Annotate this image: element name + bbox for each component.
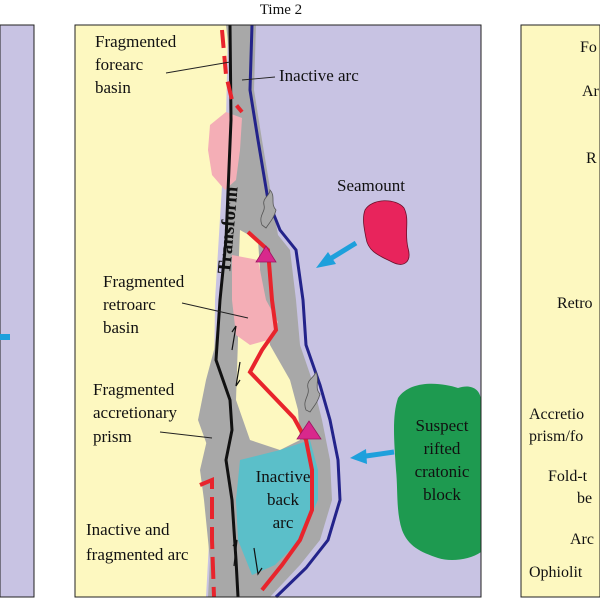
label-retroarc: Fragmented retroarc basin xyxy=(103,272,185,337)
blue-trench-line xyxy=(248,24,342,599)
right-item-1: Ar xyxy=(582,83,600,100)
volcano-squiggle-lower xyxy=(304,370,321,413)
svg-text:arc: arc xyxy=(273,513,294,532)
right-item-6: Fold-t xyxy=(548,468,588,485)
svg-text:back: back xyxy=(267,490,300,509)
dashed-fragmented-arc-line xyxy=(199,477,216,598)
dashed-forearc-line xyxy=(220,29,244,114)
right-item-8: Arc xyxy=(570,531,594,548)
right-item-0: Fo xyxy=(580,39,597,56)
label-suspect-block: Suspect rifted cratonic block xyxy=(415,416,470,504)
upper-pink-basin xyxy=(208,112,242,190)
svg-text:Suspect: Suspect xyxy=(416,416,469,435)
volcano-triangle-lower xyxy=(296,420,322,440)
left-panel xyxy=(0,24,35,598)
label-seamount: Seamount xyxy=(337,176,405,195)
label-forearc: Fragmented forearc basin xyxy=(95,32,177,97)
svg-text:cratonic: cratonic xyxy=(415,462,470,481)
svg-text:prism: prism xyxy=(93,427,132,446)
right-panel xyxy=(520,24,600,598)
retroarc-basin xyxy=(232,255,278,345)
right-item-7: be xyxy=(577,490,592,507)
shear-arrows-lower xyxy=(232,539,263,576)
svg-text:basin: basin xyxy=(103,318,139,337)
right-item-2: R xyxy=(586,150,597,167)
panel-title: Time 2 xyxy=(260,2,302,18)
svg-text:rifted: rifted xyxy=(424,439,461,458)
svg-text:forearc: forearc xyxy=(95,55,144,74)
svg-text:Inactive and: Inactive and xyxy=(86,520,170,539)
shear-arrows-upper xyxy=(231,325,241,387)
svg-text:Fragmented: Fragmented xyxy=(103,272,185,291)
center-panel xyxy=(74,24,482,599)
svg-text:Fragmented: Fragmented xyxy=(93,380,175,399)
right-panel-labels: Fo Ar R Retro Accretio prism/fo Fold-t b… xyxy=(529,39,600,581)
seamount xyxy=(363,200,410,265)
label-backarc: Inactive back arc xyxy=(256,467,311,532)
leader-lines xyxy=(159,61,276,439)
svg-text:Fragmented: Fragmented xyxy=(95,32,177,51)
right-item-9: Ophiolit xyxy=(529,564,583,581)
svg-text:basin: basin xyxy=(95,78,131,97)
svg-text:Inactive: Inactive xyxy=(256,467,311,486)
continent-region xyxy=(75,25,228,597)
red-arc-line xyxy=(246,230,314,592)
label-accretionary: Fragmented accretionary prism xyxy=(93,380,177,446)
right-item-3: Retro xyxy=(557,295,593,312)
svg-text:accretionary: accretionary xyxy=(93,403,177,422)
right-item-4: Accretio xyxy=(529,406,584,423)
svg-text:fragmented arc: fragmented arc xyxy=(86,545,189,564)
svg-text:block: block xyxy=(423,485,461,504)
volcano-triangle-upper xyxy=(255,245,277,263)
label-fragmented-arc: Inactive and fragmented arc xyxy=(86,520,189,564)
cratonic-block xyxy=(394,383,481,560)
transform-fault xyxy=(214,24,240,598)
label-inactive-arc: Inactive arc xyxy=(279,66,359,85)
seamount-motion-arrow xyxy=(316,240,358,268)
volcano-squiggle-upper xyxy=(260,189,277,229)
right-item-5: prism/fo xyxy=(529,428,583,445)
cratonic-block-motion-arrow xyxy=(350,449,395,464)
svg-text:retroarc: retroarc xyxy=(103,295,156,314)
